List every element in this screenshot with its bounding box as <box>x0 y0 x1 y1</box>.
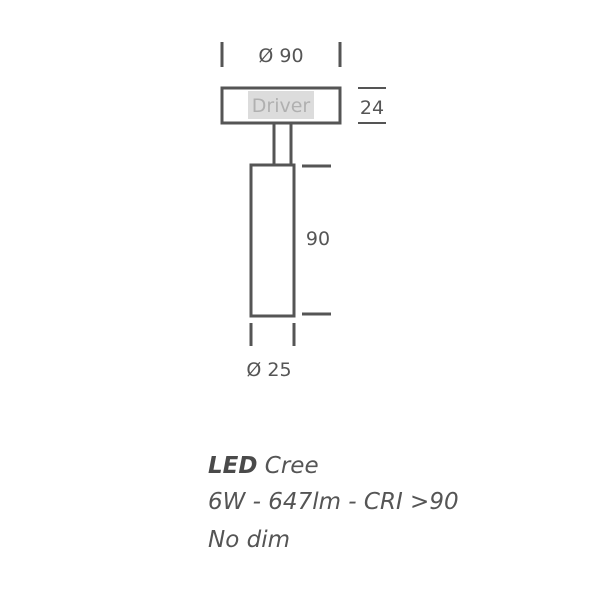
spec-power-line: 6W - 647lm - CRI >90 <box>208 489 459 515</box>
lamp-body <box>249 163 296 318</box>
driver-box <box>220 86 342 125</box>
driver-label: Driver <box>252 95 311 117</box>
spec-led-line: LED Cree <box>208 453 319 479</box>
driver-height-label: 24 <box>360 97 384 119</box>
body-length-label: 90 <box>306 228 330 250</box>
led-brand: Cree <box>264 453 319 479</box>
top-diameter-label: Ø 90 <box>258 45 303 67</box>
body-diameter-label: Ø 25 <box>246 359 291 381</box>
spec-dimming: No dim <box>208 527 290 553</box>
driver-highlight <box>248 91 314 119</box>
led-label: LED <box>208 453 258 479</box>
